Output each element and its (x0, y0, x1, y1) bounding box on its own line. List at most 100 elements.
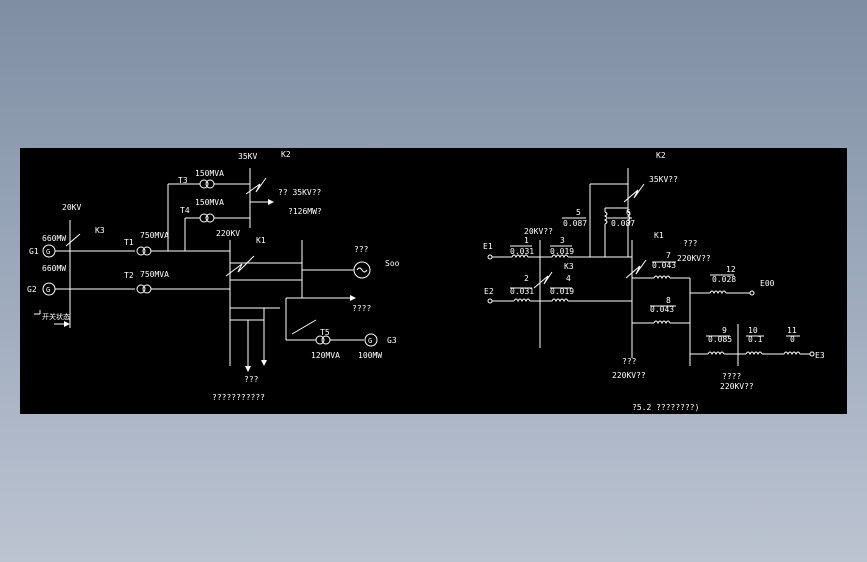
label-n12: 12 (726, 265, 736, 274)
label-g3: G3 (387, 336, 397, 345)
label-t5-rating: 120MVA (311, 351, 340, 360)
label-t3-rating: 150MVA (195, 169, 224, 178)
label-20kv-eq: 20KV?? (524, 227, 553, 236)
label-k1-eq: K1 (654, 231, 664, 240)
label-n8: 8 (666, 296, 671, 305)
reactance-2 (513, 298, 531, 302)
label-g1: G1 (29, 247, 39, 256)
transformer-t5 (315, 335, 331, 345)
label-e3: E3 (815, 351, 825, 360)
fault-k3-eq-mark (533, 271, 553, 289)
label-n9: 9 (722, 326, 727, 335)
fault-k1-mark (225, 255, 255, 277)
label-t4: T4 (180, 206, 190, 215)
label-v1: 0.031 (510, 247, 534, 256)
label-35kv-load: ?? 35KV?? (278, 188, 322, 197)
label-k1: K1 (256, 236, 266, 245)
fault-k3-mark (65, 233, 81, 247)
label-t4-rating: 150MVA (195, 198, 224, 207)
label-g3-rating: 100MW (358, 351, 382, 360)
node-e2 (487, 298, 493, 304)
fault-k2-eq-mark (623, 183, 645, 203)
transformer-t4 (199, 213, 215, 223)
label-n1: 1 (524, 236, 529, 245)
label-t3: T3 (178, 176, 188, 185)
generator-g1-glyph: G (46, 248, 50, 256)
label-n11: 11 (787, 326, 797, 335)
label-n5: 5 (576, 208, 581, 217)
label-small-note: 开关状态 (42, 312, 70, 321)
label-g2-rating: 660MW (42, 264, 66, 273)
label-v7: 0.043 (652, 261, 676, 270)
label-v6: 0.087 (611, 219, 635, 228)
reactance-11 (783, 351, 801, 355)
label-e2: E2 (484, 287, 494, 296)
label-soo: Soo (385, 259, 400, 268)
label-220kv-b: 220KV?? (612, 371, 646, 380)
generator-g3-symbol (364, 333, 378, 347)
label-v10: 0.1 (748, 335, 763, 344)
label-k3: K3 (95, 226, 105, 235)
label-v12: 0.028 (712, 275, 736, 284)
transformer-t3 (199, 179, 215, 189)
label-35kv: 35KV (238, 152, 257, 161)
system-soo-symbol (353, 261, 371, 279)
left-one-line-diagram: G G (27, 150, 400, 402)
label-220kv-a: 220KV?? (677, 254, 711, 263)
label-220kv: 220KV (216, 229, 240, 238)
reactance-5 (604, 211, 608, 225)
label-bottom-question: ??? (244, 375, 259, 384)
label-v4: 0.019 (550, 287, 574, 296)
label-220kv-c: 220KV?? (720, 382, 754, 391)
label-v3: 0.019 (550, 247, 574, 256)
transformer-t1 (136, 246, 152, 256)
label-g1-rating: 660MW (42, 234, 66, 243)
label-k2: K2 (281, 150, 291, 159)
reactance-10 (745, 351, 763, 355)
label-t1-rating: 750MVA (140, 231, 169, 240)
label-t1: T1 (124, 238, 134, 247)
drawing-canvas: G G (20, 148, 847, 414)
reactance-7 (653, 275, 671, 279)
node-e1 (487, 254, 493, 260)
label-e00: E00 (760, 279, 775, 288)
label-t5: T5 (320, 328, 330, 337)
switch-t5-mark (291, 319, 317, 335)
label-question-220a: ??? (683, 239, 698, 248)
label-question-b2: ???? (722, 372, 741, 381)
label-126mw: ?126MW? (288, 207, 322, 216)
label-n6: 6 (626, 208, 631, 217)
label-n3: 3 (560, 236, 565, 245)
generator-g2-glyph: G (46, 286, 50, 294)
label-v11: 0 (790, 335, 795, 344)
label-n10: 10 (748, 326, 758, 335)
label-k3-eq: K3 (564, 262, 574, 271)
label-question-4: ???? (352, 304, 371, 313)
generator-g3-glyph: G (368, 337, 372, 345)
label-e1: E1 (483, 242, 493, 251)
label-v5: 0.087 (563, 219, 587, 228)
fault-k1-eq-mark (625, 259, 647, 279)
fault-k2-mark (245, 177, 267, 195)
left-caption: ??????????? (212, 393, 265, 402)
label-20kv: 20KV (62, 203, 81, 212)
label-t2: T2 (124, 271, 134, 280)
label-g2: G2 (27, 285, 37, 294)
label-load-question: ??? (354, 245, 369, 254)
label-v8: 0.043 (650, 305, 674, 314)
reactance-8 (653, 320, 671, 324)
node-e3 (809, 351, 815, 357)
reactance-9 (707, 351, 725, 355)
reactance-12 (709, 290, 727, 294)
power-system-diagram: G G (27, 150, 825, 412)
label-n2: 2 (524, 274, 529, 283)
label-n7: 7 (666, 251, 671, 260)
label-v9: 0.085 (708, 335, 732, 344)
label-question-b1: ??? (622, 357, 637, 366)
label-n4: 4 (566, 274, 571, 283)
label-35kv-eq: 35KV?? (649, 175, 678, 184)
right-caption: ?5.2 ????????) (632, 403, 699, 412)
right-equivalent-circuit: K2 35KV?? 5 0.087 6 0.087 20KV?? 3 0.019… (483, 151, 825, 412)
label-v2: 0.031 (510, 287, 534, 296)
label-t2-rating: 750MVA (140, 270, 169, 279)
